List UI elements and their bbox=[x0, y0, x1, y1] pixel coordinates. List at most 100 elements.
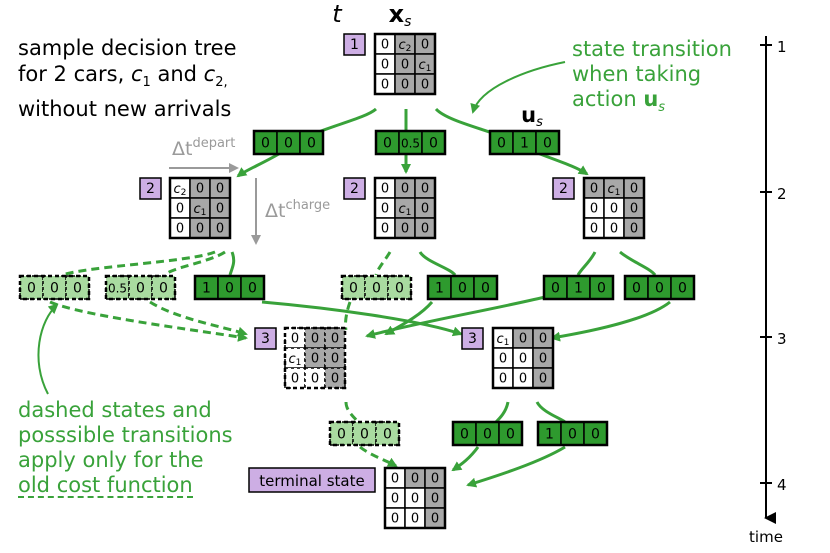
action-0-05-0-value: 0 bbox=[429, 136, 438, 152]
action-dashed-0-0-0-c-value: 0 bbox=[383, 427, 392, 443]
action-dashed-0-0-0-c-cell bbox=[352, 421, 377, 446]
u-header: us bbox=[521, 103, 543, 130]
annotation-line-2: when taking bbox=[572, 62, 702, 86]
svg-text:c1: c1 bbox=[419, 58, 432, 75]
svg-text:0: 0 bbox=[311, 372, 319, 387]
state-t2-right-step-label: 2 bbox=[559, 181, 568, 197]
svg-text:0: 0 bbox=[401, 58, 409, 73]
svg-text:0: 0 bbox=[401, 222, 409, 237]
svg-text:0: 0 bbox=[539, 332, 547, 347]
state-t1-step-badge bbox=[343, 33, 366, 56]
svg-text:0: 0 bbox=[381, 182, 389, 197]
svg-text:0: 0 bbox=[381, 202, 389, 217]
svg-text:0: 0 bbox=[401, 78, 409, 93]
svg-text:0: 0 bbox=[176, 202, 184, 217]
x-header: xs bbox=[389, 0, 412, 30]
action-0-0-0-c-value: 0 bbox=[483, 427, 492, 443]
svg-text:0: 0 bbox=[176, 222, 184, 237]
svg-text:0: 0 bbox=[421, 222, 429, 237]
action-1-0-0-a-value: 1 bbox=[202, 281, 211, 297]
action-0-1-0-a-value: 0 bbox=[497, 136, 506, 152]
action-dashed-0-0-0-b-cell bbox=[341, 275, 366, 300]
time-tick-label-4: 4 bbox=[777, 476, 787, 494]
svg-text:0: 0 bbox=[539, 352, 547, 367]
note-line-3: apply only for the bbox=[18, 448, 204, 472]
state-t2-middle-step-label: 2 bbox=[350, 181, 359, 197]
svg-text:0: 0 bbox=[391, 472, 399, 487]
terminal-state-label: terminal state bbox=[248, 467, 376, 493]
caption-line-3: without new arrivals bbox=[18, 97, 232, 122]
action-dashed-0-0-0-c-value: 0 bbox=[337, 427, 346, 443]
action-dashed-0-0-0-b-value: 0 bbox=[395, 281, 404, 297]
svg-text:c1: c1 bbox=[399, 202, 412, 219]
note-line-2: posssible transitions bbox=[18, 423, 233, 447]
svg-text:0: 0 bbox=[196, 182, 204, 197]
state-t3-step-label: 3 bbox=[468, 331, 477, 347]
svg-text:0: 0 bbox=[331, 332, 339, 347]
svg-text:0: 0 bbox=[421, 38, 429, 53]
svg-text:0: 0 bbox=[391, 512, 399, 527]
svg-text:0: 0 bbox=[311, 332, 319, 347]
svg-text:0: 0 bbox=[331, 372, 339, 387]
svg-text:0: 0 bbox=[401, 182, 409, 197]
svg-text:terminal state: terminal state bbox=[259, 472, 364, 490]
action-0-0-0-b-value: 0 bbox=[655, 281, 664, 297]
note-line-1: dashed states and bbox=[18, 398, 212, 422]
state-t2-left-step-label: 2 bbox=[146, 181, 155, 197]
action-0-0-0-b-value: 0 bbox=[632, 281, 641, 297]
state-transition-annotation: state transition when taking action us bbox=[572, 37, 732, 120]
svg-text:0: 0 bbox=[411, 492, 419, 507]
svg-text:0: 0 bbox=[519, 332, 527, 347]
delta-charge-annotation: Δtcharge bbox=[251, 178, 330, 245]
caption-line-1: sample decision tree bbox=[18, 36, 237, 60]
svg-text:0: 0 bbox=[539, 372, 547, 387]
action-dashed-0-0-0-cell bbox=[19, 275, 44, 300]
svg-text:0: 0 bbox=[431, 492, 439, 507]
action-dashed-05-0-0-value: 0 bbox=[136, 281, 145, 297]
svg-text:c2: c2 bbox=[399, 38, 412, 55]
state-t2-left-step-badge bbox=[139, 177, 162, 200]
svg-text:0: 0 bbox=[610, 202, 618, 217]
action-1-0-0-b-value: 0 bbox=[481, 281, 490, 297]
caption-line-2: for 2 cars, c1 and c2, bbox=[18, 62, 228, 91]
svg-text:0: 0 bbox=[590, 182, 598, 197]
time-axis-label: time bbox=[749, 528, 783, 546]
svg-text:0: 0 bbox=[391, 492, 399, 507]
svg-text:0: 0 bbox=[291, 332, 299, 347]
svg-text:0: 0 bbox=[381, 222, 389, 237]
figure-caption: sample decision tree for 2 cars, c1 and … bbox=[18, 35, 237, 122]
svg-text:0: 0 bbox=[381, 58, 389, 73]
action-1-0-0-b-value: 1 bbox=[435, 281, 444, 297]
state-t2-middle-step-badge bbox=[343, 177, 366, 200]
action-dashed-05-0-0-cell bbox=[105, 275, 130, 300]
action-dashed-0-0-0-value: 0 bbox=[27, 281, 36, 297]
delta-depart-annotation: Δtdepart bbox=[169, 136, 239, 173]
svg-text:0: 0 bbox=[291, 372, 299, 387]
svg-text:0: 0 bbox=[216, 182, 224, 197]
annotation-line-1: state transition bbox=[572, 37, 732, 61]
svg-text:0: 0 bbox=[411, 472, 419, 487]
svg-text:c1: c1 bbox=[289, 352, 302, 369]
svg-text:0: 0 bbox=[331, 352, 339, 367]
action-1-0-0-c-value: 1 bbox=[545, 427, 554, 443]
action-dashed-0-0-0-c-value: 0 bbox=[360, 427, 369, 443]
action-0-1-0-b-value: 1 bbox=[574, 281, 583, 297]
note-line-4: old cost function bbox=[18, 473, 193, 498]
svg-text:0: 0 bbox=[196, 222, 204, 237]
